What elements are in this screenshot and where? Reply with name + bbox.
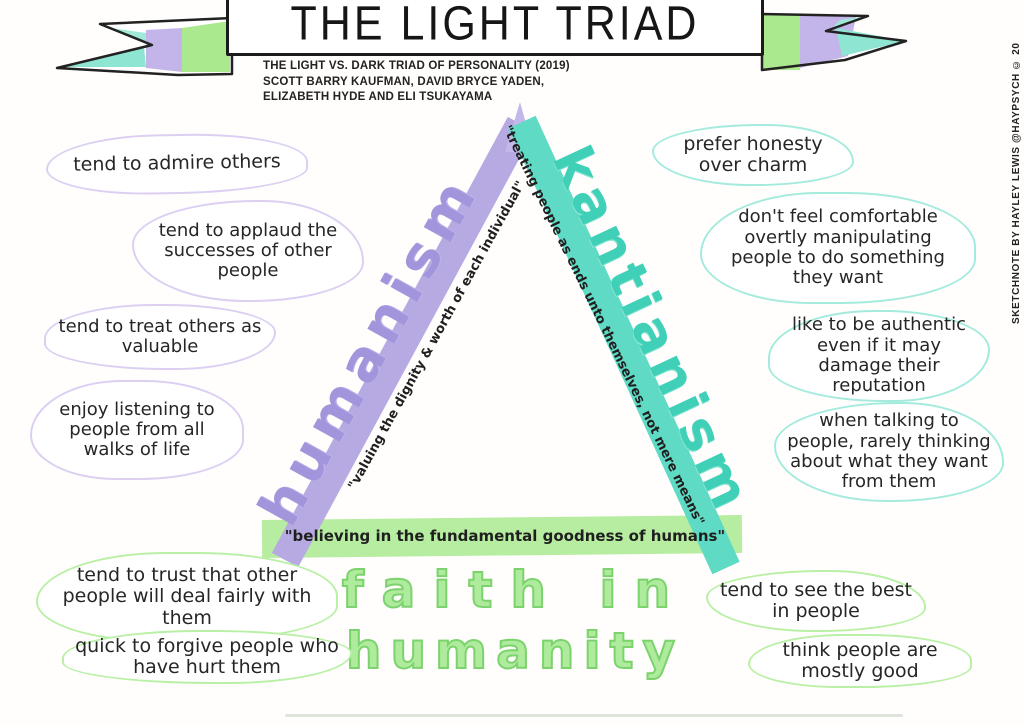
trait-bubble-enjoy-listening: enjoy listening to people from all walks… — [30, 380, 244, 480]
trait-bubble-not-manipulating: don't feel comfortable overtly manipulat… — [700, 192, 976, 304]
faith-quote: "believing in the fundamental goodness o… — [284, 527, 726, 545]
trait-bubble-see-the-best: tend to see the best in people — [706, 570, 926, 632]
trait-bubble-treat-valuable: tend to treat others as valuable — [44, 304, 276, 370]
title-banner: THE LIGHT TRIAD — [226, 0, 764, 56]
artist-credit: SKETCHNOTE BY HAYLEY LEWIS @HAYPSYCH © 2… — [1011, 42, 1022, 324]
humanism-band — [271, 116, 535, 568]
trait-bubble-applaud-successes: tend to applaud the successes of other p… — [132, 200, 364, 302]
subtitle-block: THE LIGHT VS. DARK TRIAD OF PERSONALITY … — [263, 59, 570, 106]
kantianism-band — [508, 115, 740, 575]
right-ribbon-flag — [760, 12, 908, 72]
trait-bubble-mostly-good: think people are mostly good — [748, 634, 972, 688]
trait-bubble-honesty-over-charm: prefer honesty over charm — [652, 124, 854, 186]
trait-bubble-trust-others: tend to trust that other people will dea… — [36, 552, 338, 642]
bottom-divider — [285, 714, 903, 717]
subtitle-line: ELIZABETH HYDE AND ELI TSUKAYAMA — [263, 91, 493, 103]
faith-label-line1: faith in — [341, 560, 689, 620]
faith-in-humanity-label: faith in humanity — [300, 560, 730, 682]
trait-bubble-authentic: like to be authentic even if it may dama… — [768, 310, 990, 402]
faith-band — [261, 515, 743, 558]
page-title: THE LIGHT TRIAD — [290, 0, 700, 51]
trait-bubble-rarely-thinking: when talking to people, rarely thinking … — [774, 402, 1004, 502]
subtitle-line: THE LIGHT VS. DARK TRIAD OF PERSONALITY … — [263, 60, 570, 72]
left-ribbon-flag — [55, 16, 234, 77]
subtitle-line: SCOTT BARRY KAUFMAN, DAVID BRYCE YADEN, — [263, 75, 545, 88]
faith-label-line2: humanity — [345, 621, 685, 681]
trait-bubble-quick-to-forgive: quick to forgive people who have hurt th… — [62, 630, 352, 684]
